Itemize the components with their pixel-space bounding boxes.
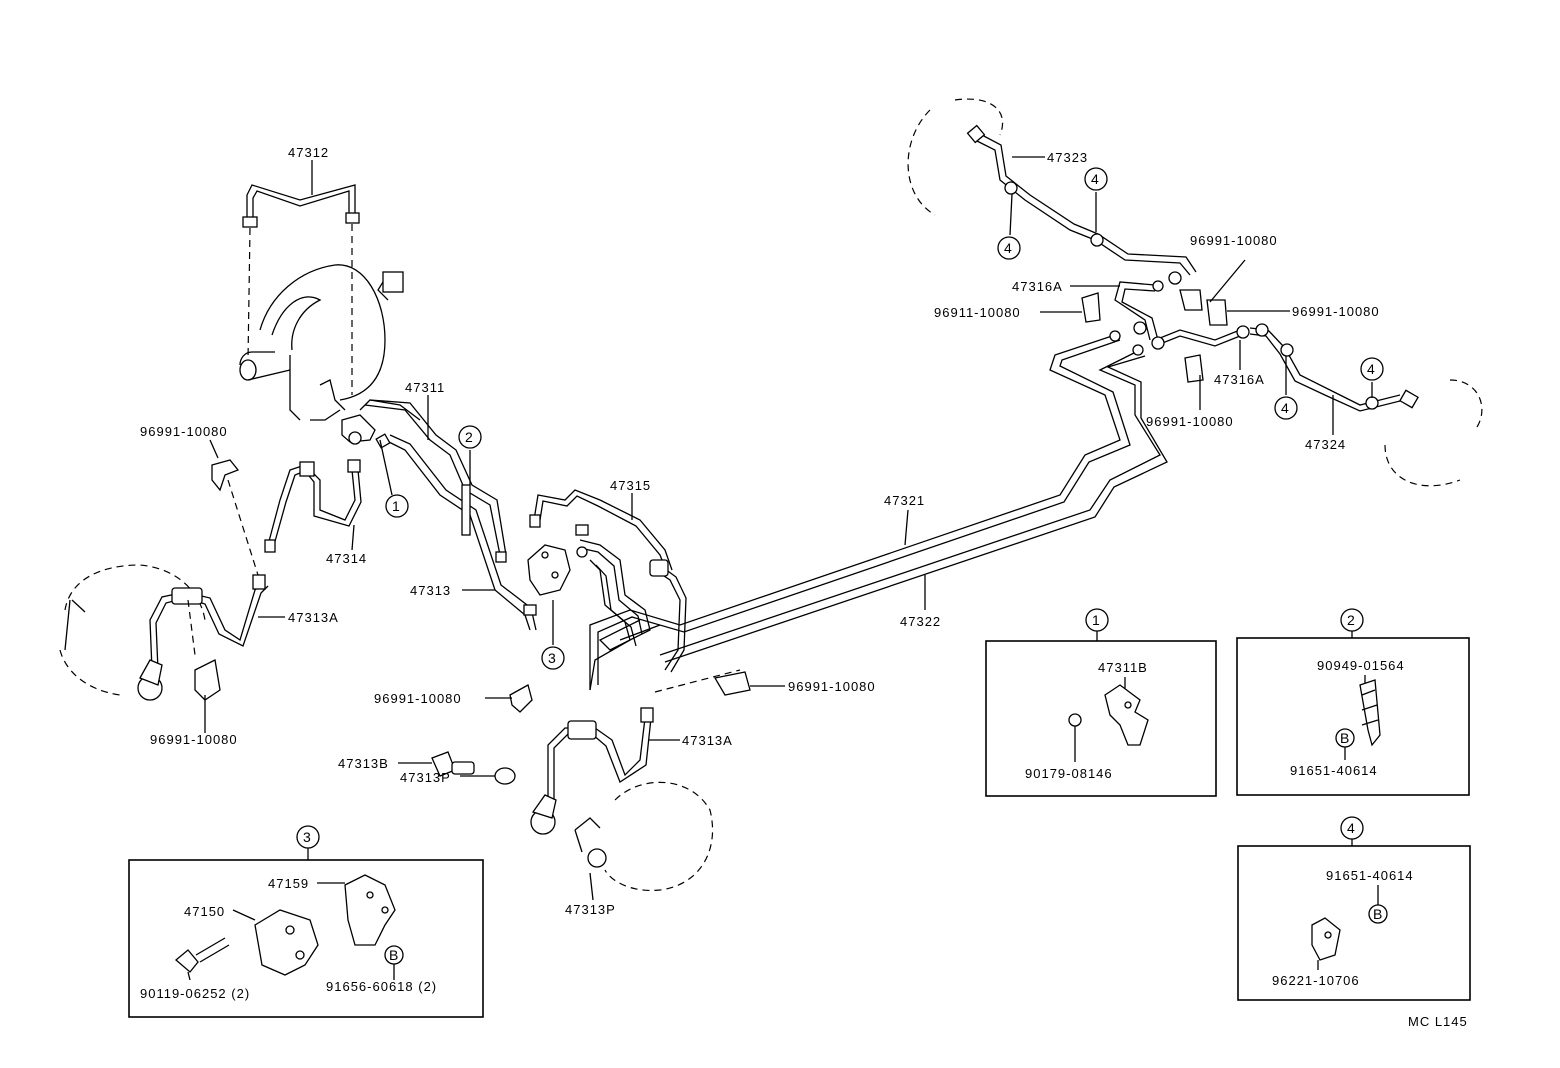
- callout-3: 3: [548, 650, 556, 666]
- front-brake-pipes: [364, 399, 537, 631]
- label-47323: 47323: [1047, 150, 1088, 165]
- label-96911: 96911-10080: [934, 305, 1021, 320]
- inset-3-part-b: 47150: [184, 904, 225, 919]
- label-47322: 47322: [900, 614, 941, 629]
- label-47316A-top: 47316A: [1012, 279, 1063, 294]
- inset-3-number: 3: [303, 829, 311, 845]
- inset-2-marker: B: [1340, 730, 1350, 746]
- label-96991-g: 96991-10080: [1146, 414, 1234, 429]
- inset-3-part-d: 91656-60618 (2): [326, 979, 437, 994]
- label-96991-c: 96991-10080: [374, 691, 462, 706]
- label-96991-f: 96991-10080: [1292, 304, 1380, 319]
- label-47313B: 47313B: [338, 756, 389, 771]
- inset-1-part-a: 47311B: [1098, 660, 1148, 675]
- left-front-wheel-brake: [59, 459, 269, 701]
- inset-1: 1 47311B 90179-08146: [985, 608, 1217, 797]
- label-96991-b: 96991-10080: [150, 732, 238, 747]
- callout-4a: 4: [1091, 171, 1099, 187]
- right-front-wheel-brake: [431, 669, 751, 892]
- label-47324: 47324: [1305, 437, 1346, 452]
- leader-lines: [204, 156, 1373, 901]
- callout-4b: 4: [1004, 240, 1012, 256]
- label-47315: 47315: [610, 478, 651, 493]
- inset-2-number: 2: [1347, 612, 1355, 628]
- inset-4-marker: B: [1373, 906, 1383, 922]
- inset-2-part-a: 90949-01564: [1317, 658, 1405, 673]
- label-47313A-right: 47313A: [682, 733, 733, 748]
- label-96991-d: 96991-10080: [788, 679, 876, 694]
- rear-left-brake-pipes: [907, 98, 1228, 341]
- inset-3-marker: B: [389, 947, 399, 963]
- inset-4: 4 91651-40614 B 96221-10706: [1237, 816, 1471, 1001]
- inset-1-part-b: 90179-08146: [1025, 766, 1113, 781]
- label-47311: 47311: [405, 380, 445, 395]
- inset-1-number: 1: [1092, 612, 1100, 628]
- callout-circles: 1 2 3 4 4 4 4: [385, 167, 1384, 670]
- rear-right-brake-pipes: [1151, 323, 1483, 487]
- label-47313P-b: 47313P: [565, 902, 616, 917]
- callout-4c: 4: [1281, 400, 1289, 416]
- callout-1: 1: [392, 498, 400, 514]
- callout-2: 2: [465, 429, 473, 445]
- callout-4d: 4: [1367, 361, 1375, 377]
- label-47314: 47314: [326, 551, 367, 566]
- inset-3: 3 47159 47150 90119-06252 (2) B 91656-60…: [128, 825, 484, 1018]
- label-47313A-left: 47313A: [288, 610, 339, 625]
- inset-3-part-c: 90119-06252 (2): [140, 986, 250, 1001]
- inset-4-part-a: 91651-40614: [1326, 868, 1414, 883]
- label-47313P-a: 47313P: [400, 770, 451, 785]
- inset-4-part-b: 96221-10706: [1272, 973, 1360, 988]
- inset-2: 2 90949-01564 B 91651-40614: [1236, 608, 1470, 796]
- inset-4-number: 4: [1347, 820, 1355, 836]
- inset-2-part-b: 91651-40614: [1290, 763, 1378, 778]
- label-47316A-mid: 47316A: [1214, 372, 1265, 387]
- label-47312: 47312: [288, 145, 329, 160]
- inset-3-part-a: 47159: [268, 876, 309, 891]
- main-rear-brake-pipes: [589, 330, 1168, 690]
- diagram-code: MC L145: [1408, 1014, 1468, 1029]
- part-labels: 47312 47311 47314 47313 47313A 47313A 47…: [140, 145, 1380, 917]
- pipe-47314: [264, 459, 362, 553]
- master-cylinder-assembly: [239, 184, 421, 445]
- label-96991-a: 96991-10080: [140, 424, 228, 439]
- pipe-47315-group: [527, 489, 687, 691]
- label-47321: 47321: [884, 493, 925, 508]
- label-47313: 47313: [410, 583, 451, 598]
- label-96991-e: 96991-10080: [1190, 233, 1278, 248]
